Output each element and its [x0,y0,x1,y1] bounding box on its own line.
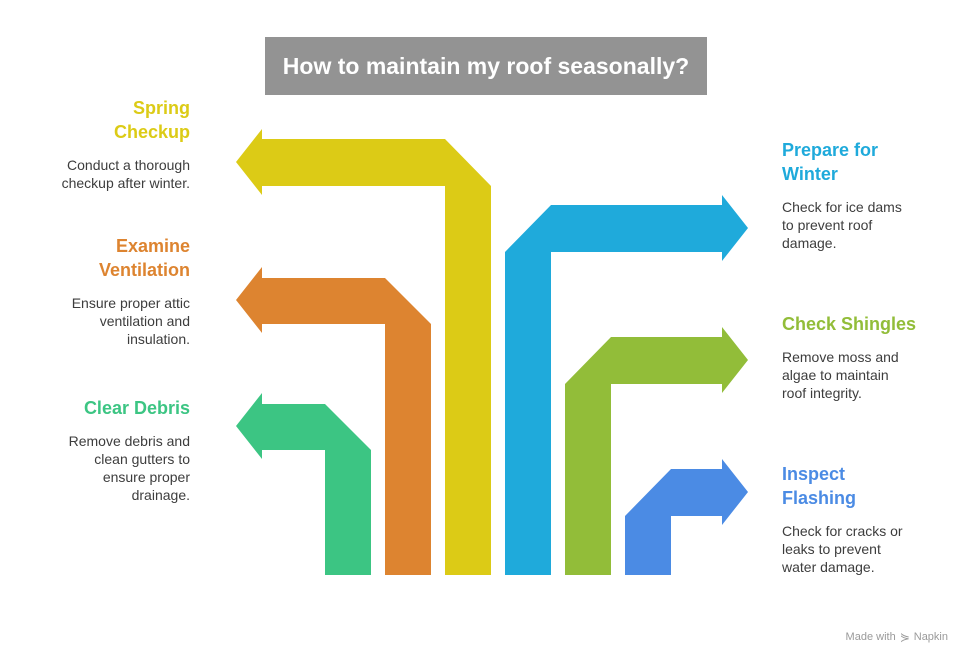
watermark-brand: Napkin [913,631,948,643]
step-spring-checkup: Spring Checkup Conduct a thorough checku… [40,96,190,192]
step-description: Conduct a thorough checkup after winter. [61,157,190,191]
arrow-spring-checkup [236,129,491,575]
watermark: Made with ⋟ Napkin [846,630,948,644]
step-prepare-for-winter: Prepare for Winter Check for ice dams to… [782,138,942,252]
arrow-clear-debris [236,393,371,575]
step-heading: Inspect Flashing [782,464,857,508]
step-examine-ventilation: Examine Ventilation Ensure proper attic … [40,234,190,348]
watermark-text: Made with [845,631,896,643]
step-clear-debris: Clear Debris Remove debris and clean gut… [40,396,190,504]
step-heading: Check Shingles [782,314,917,334]
step-heading: Spring Checkup [113,98,190,142]
arrow-check-shingles [565,327,748,575]
step-description: Check for cracks or leaks to prevent wat… [782,523,903,575]
diagram-title: How to maintain my roof seasonally? [265,37,707,95]
step-description: Check for ice dams to prevent roof damag… [782,199,902,251]
step-heading: Examine Ventilation [98,236,190,280]
arrow-prepare-for-winter [505,195,748,575]
step-description: Remove debris and clean gutters to ensur… [68,433,190,503]
arrow-examine-ventilation [236,267,431,575]
step-check-shingles: Check Shingles Remove moss and algae to … [782,312,942,402]
step-description: Remove moss and algae to maintain roof i… [782,349,899,401]
napkin-logo-icon: ⋟ [899,630,910,644]
step-heading: Clear Debris [83,398,190,418]
arrow-inspect-flashing [625,459,748,575]
step-description: Ensure proper attic ventilation and insu… [71,295,190,347]
step-inspect-flashing: Inspect Flashing Check for cracks or lea… [782,462,942,576]
step-heading: Prepare for Winter [782,140,879,184]
